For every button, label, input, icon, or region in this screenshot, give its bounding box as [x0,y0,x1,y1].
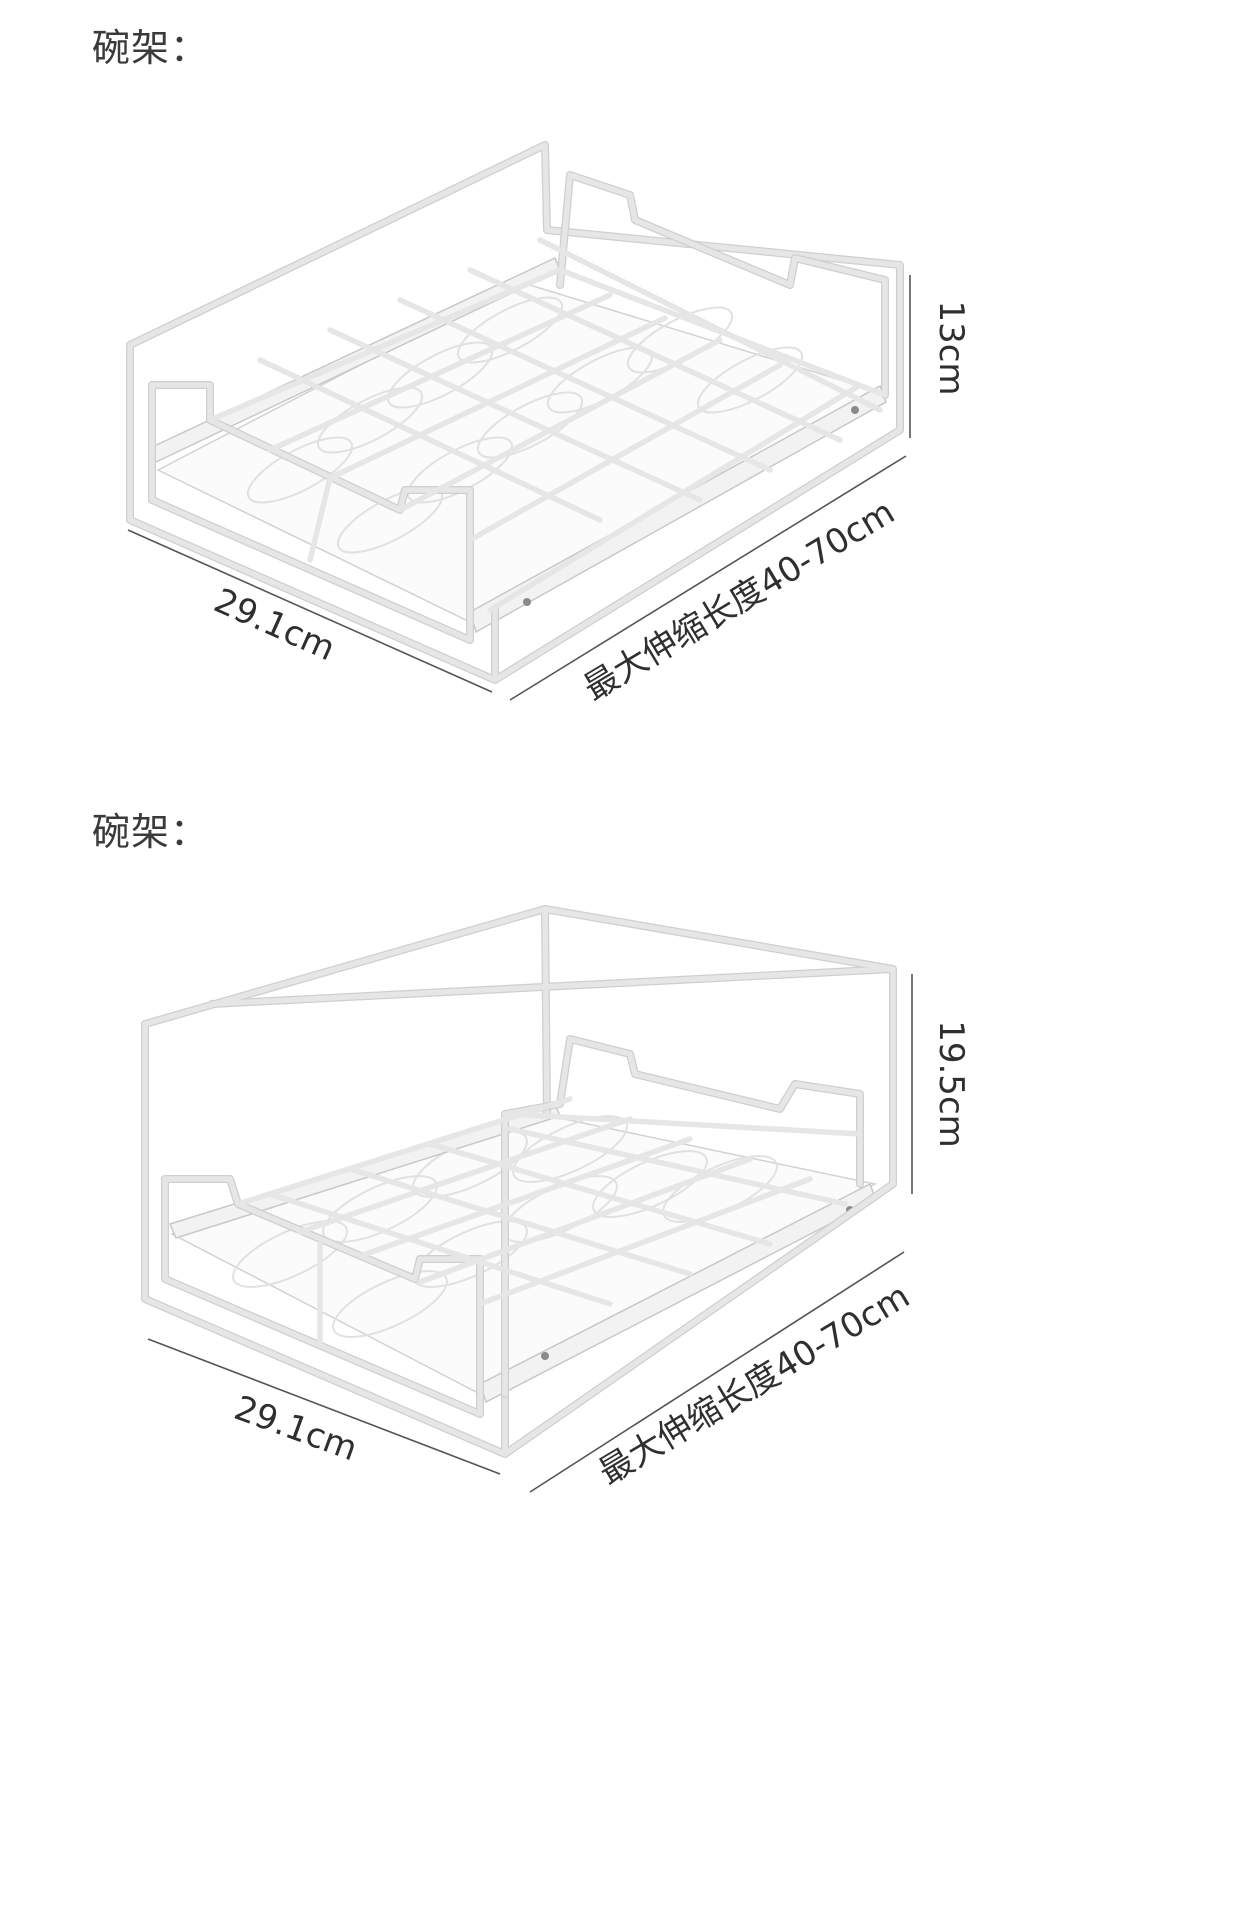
width-dimension-label: 29.1cm [229,1388,363,1469]
extension-dimension-line [509,455,907,701]
short-rack-illustration: 29.1cm 最大伸缩长度40-70cm 13cm [126,141,971,709]
section-title: 碗架： [92,810,210,854]
height-dimension-label: 19.5cm [931,1020,971,1148]
wire-frame [141,905,897,1458]
extension-dimension-line [529,1251,905,1493]
wire-frame [126,141,904,684]
section-title: 碗架： [92,26,210,70]
product-section-tall: 碗架： [0,784,1024,1568]
width-dimension-label: 29.1cm [208,581,341,669]
product-section-short: 碗架： [0,0,1024,784]
height-dimension-label: 13cm [931,300,971,395]
width-dimension-line [147,1338,501,1475]
width-dimension-line [127,529,493,693]
tall-rack-illustration: 29.1cm 最大伸缩长度40-70cm 19.5cm [141,905,971,1493]
